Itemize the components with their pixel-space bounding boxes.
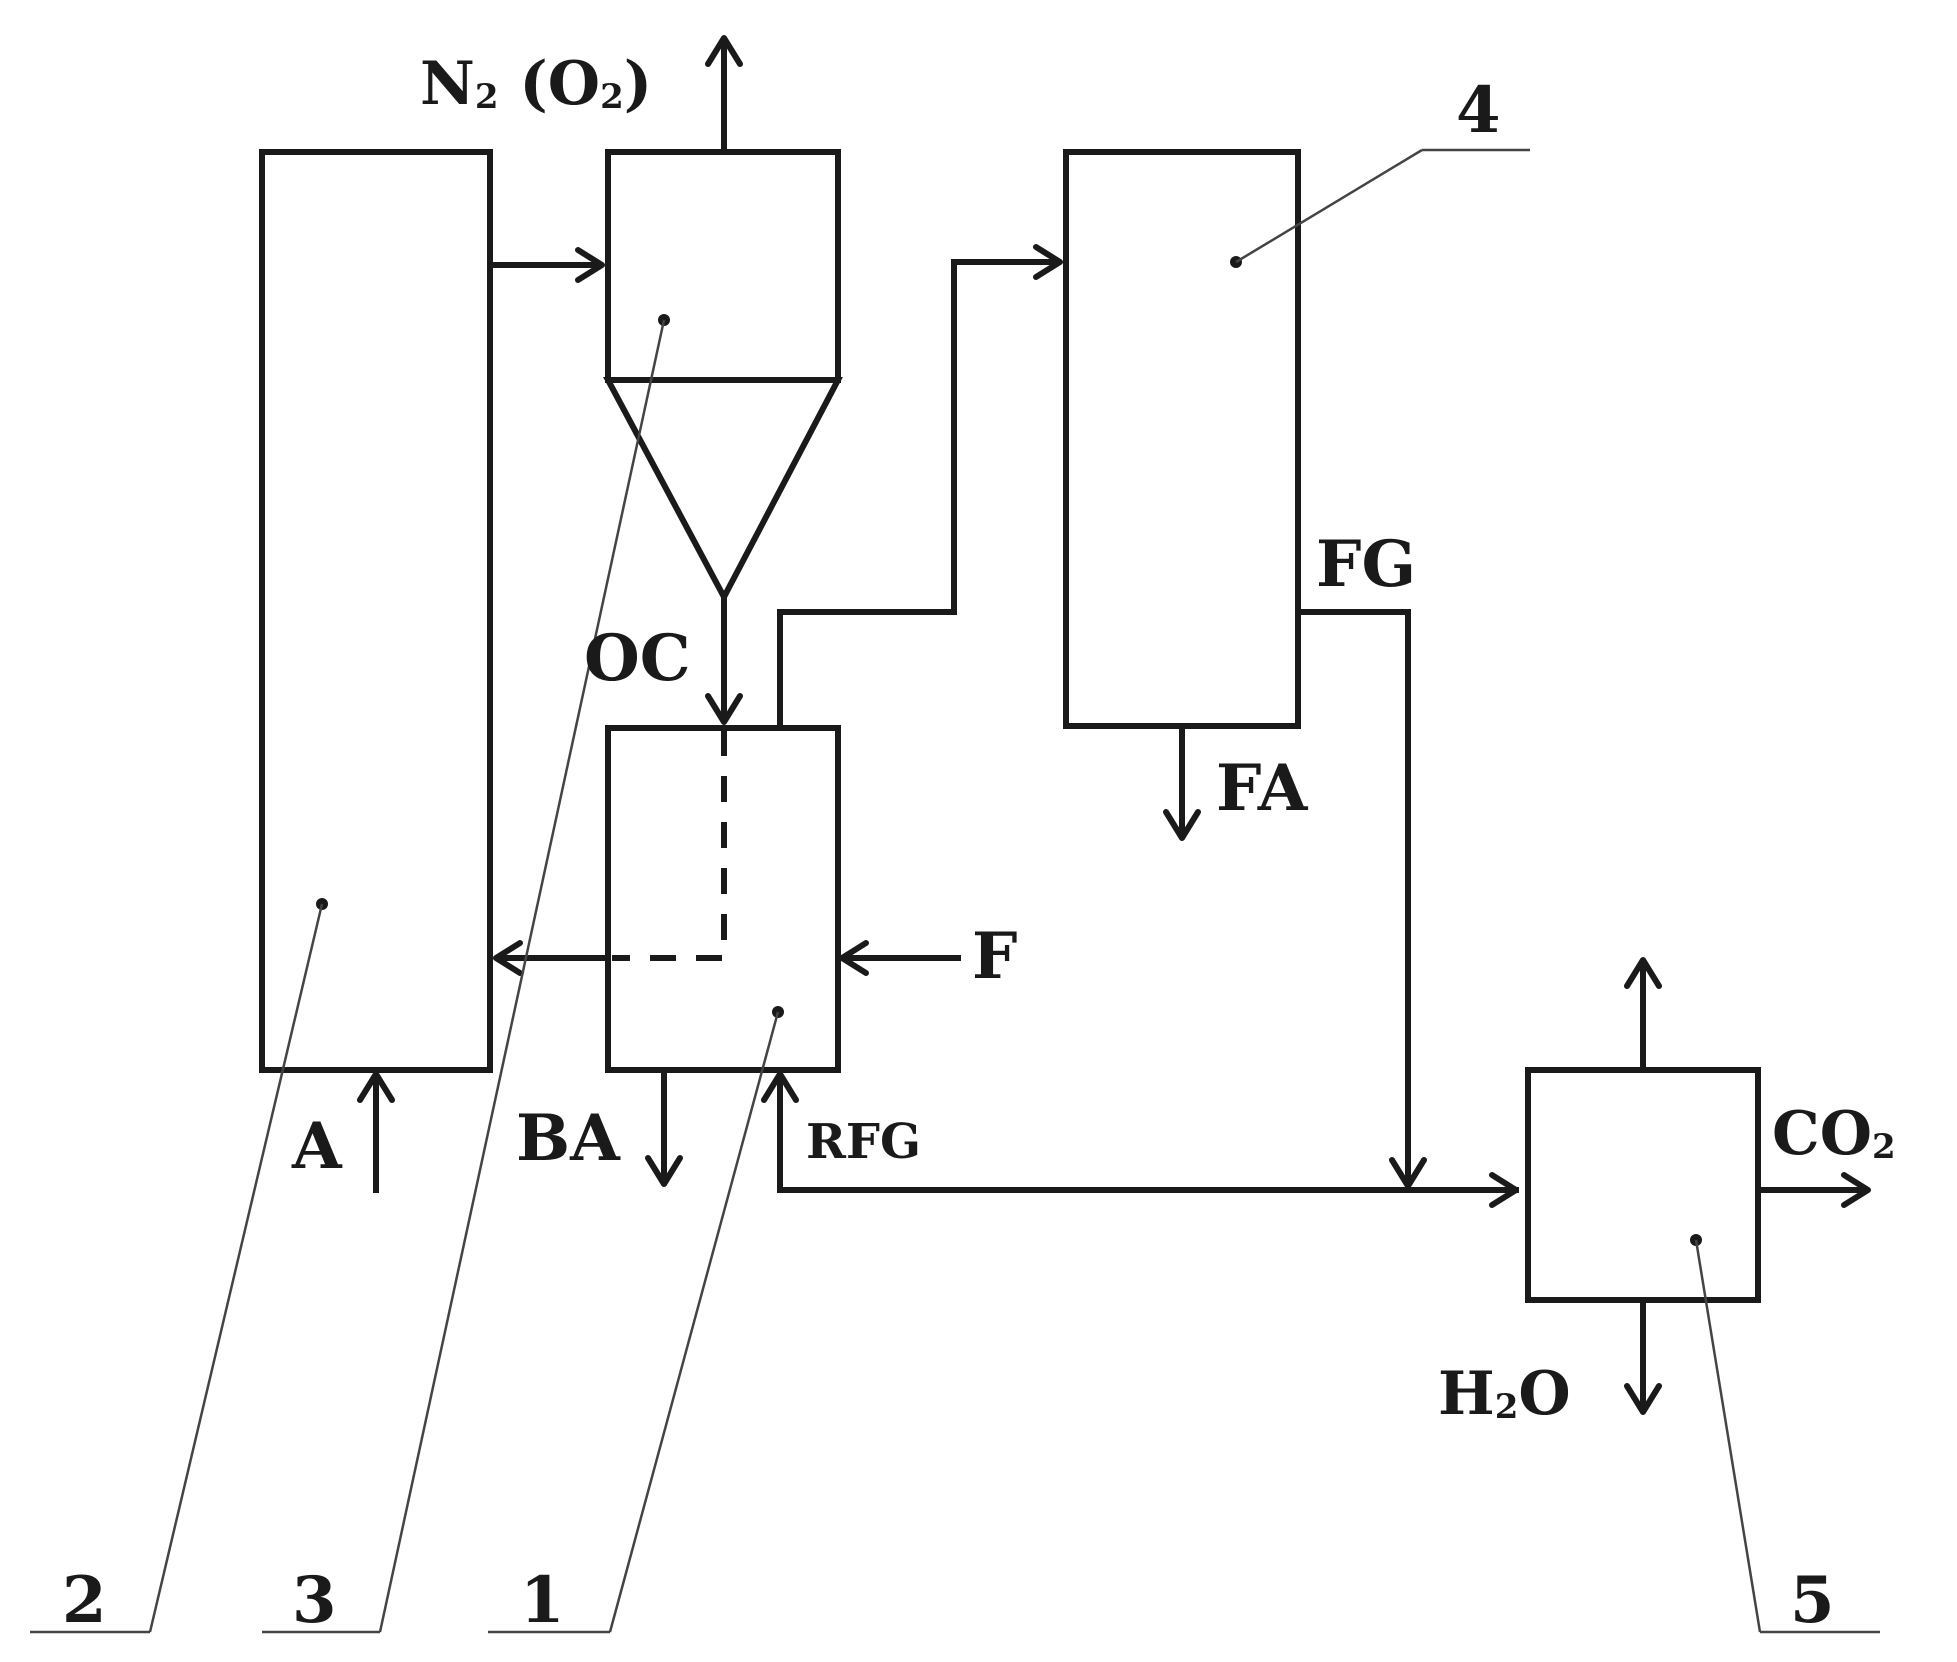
stream-label-ba: BA [516,1101,621,1176]
unit-5-condenser [1525,1067,1761,1303]
stream-rfg [761,1071,1519,1208]
stream-label-co2: CO2 [1772,1099,1896,1169]
stream-a [357,1071,395,1193]
leader-4 [1230,148,1530,268]
stream-riser-to-cyclone [487,247,605,283]
stream-label-fa: FA [1216,751,1309,826]
co2-main: CO [1772,1099,1872,1169]
stream-fg [1295,609,1427,1189]
stream-co2 [1755,1172,1871,1208]
stream-label-f: F [972,919,1017,994]
n2-main: N [420,49,475,119]
n2-paren-close: ) [624,49,652,119]
stream-fuel-reactor-to-separator [777,244,1063,731]
leader-1 [488,1006,784,1634]
unit-3-cyclone-cone [602,377,843,604]
stream-label-a: A [291,1109,343,1184]
stream-label-rfg: RFG [806,1114,921,1170]
unit-2-air-reactor [259,149,493,1073]
unit-3-cyclone-body [605,149,841,383]
stream-condenser-top-outlet [1624,957,1662,1073]
n2-sub: 2 [475,77,499,117]
h2o-h: H [1438,1359,1495,1429]
n2-paren-open: (O [499,49,601,119]
node-label-2: 2 [62,1563,107,1638]
h2o-o: O [1518,1359,1570,1429]
stream-return-to-riser [493,940,611,976]
stream-label-h2o: H2O [1438,1359,1571,1429]
node-label-4: 4 [1456,73,1501,148]
stream-label-n2-o2: N2 (O2) [420,49,652,119]
o2-sub: 2 [600,77,624,117]
stream-ba [645,1067,683,1187]
leader-3 [262,314,670,1634]
unit-4-separator [1063,149,1301,729]
leader-2 [30,898,328,1634]
node-label-1: 1 [520,1563,565,1638]
stream-label-fg: FG [1316,527,1416,602]
stream-f [839,940,961,976]
stream-label-oc: OC [584,621,691,696]
node-label-5: 5 [1790,1563,1835,1638]
co2-sub: 2 [1872,1127,1896,1167]
stream-fa [1163,723,1201,841]
stream-h2o [1624,1297,1662,1415]
h2o-sub: 2 [1495,1387,1519,1427]
leader-5 [1690,1234,1880,1634]
stream-oc [705,594,743,725]
stream-n2-outlet [705,35,743,155]
node-label-3: 3 [292,1563,337,1638]
